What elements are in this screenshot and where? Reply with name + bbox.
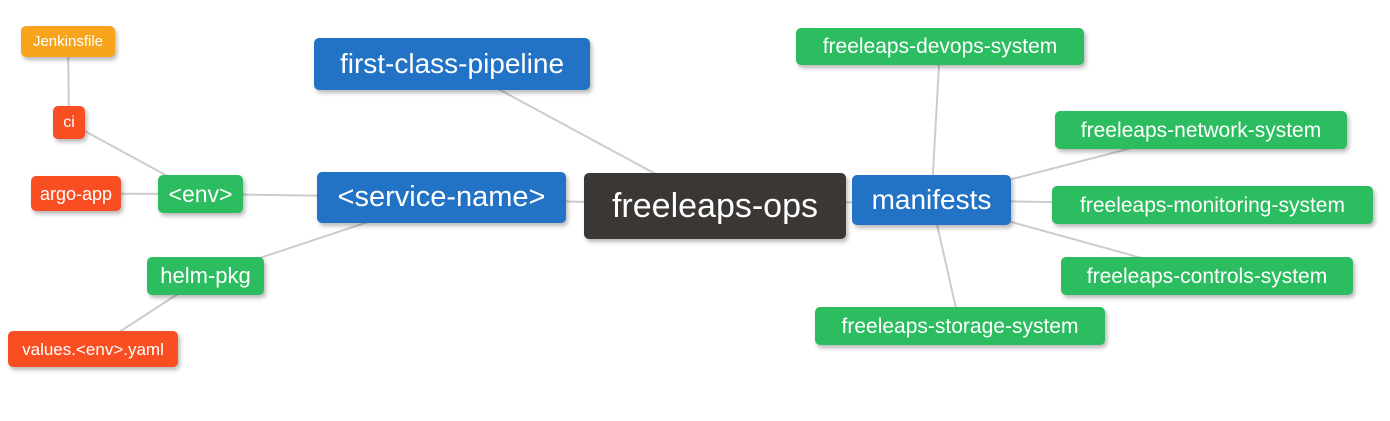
node-argo-app[interactable]: argo-app — [31, 176, 121, 211]
node-manifests[interactable]: manifests — [852, 175, 1011, 225]
node-jenkinsfile[interactable]: Jenkinsfile — [21, 26, 115, 57]
edge-manifests--freeleaps-devops-system — [930, 46, 941, 201]
node-freeleaps-monitoring-system[interactable]: freeleaps-monitoring-system — [1052, 186, 1373, 224]
node-ci[interactable]: ci — [53, 106, 85, 139]
node-env[interactable]: <env> — [158, 175, 243, 213]
node-freeleaps-network-system[interactable]: freeleaps-network-system — [1055, 111, 1347, 149]
node-first-class-pipeline[interactable]: first-class-pipeline — [314, 38, 590, 90]
node-values-env-yaml[interactable]: values.<env>.yaml — [8, 331, 178, 367]
node-freeleaps-storage-system[interactable]: freeleaps-storage-system — [815, 307, 1105, 345]
node-freeleaps-ops[interactable]: freeleaps-ops — [584, 173, 846, 239]
node-helm-pkg[interactable]: helm-pkg — [147, 257, 264, 295]
node-freeleaps-devops-system[interactable]: freeleaps-devops-system — [796, 28, 1084, 65]
node-service-name[interactable]: <service-name> — [317, 172, 566, 223]
node-freeleaps-controls-system[interactable]: freeleaps-controls-system — [1061, 257, 1353, 295]
